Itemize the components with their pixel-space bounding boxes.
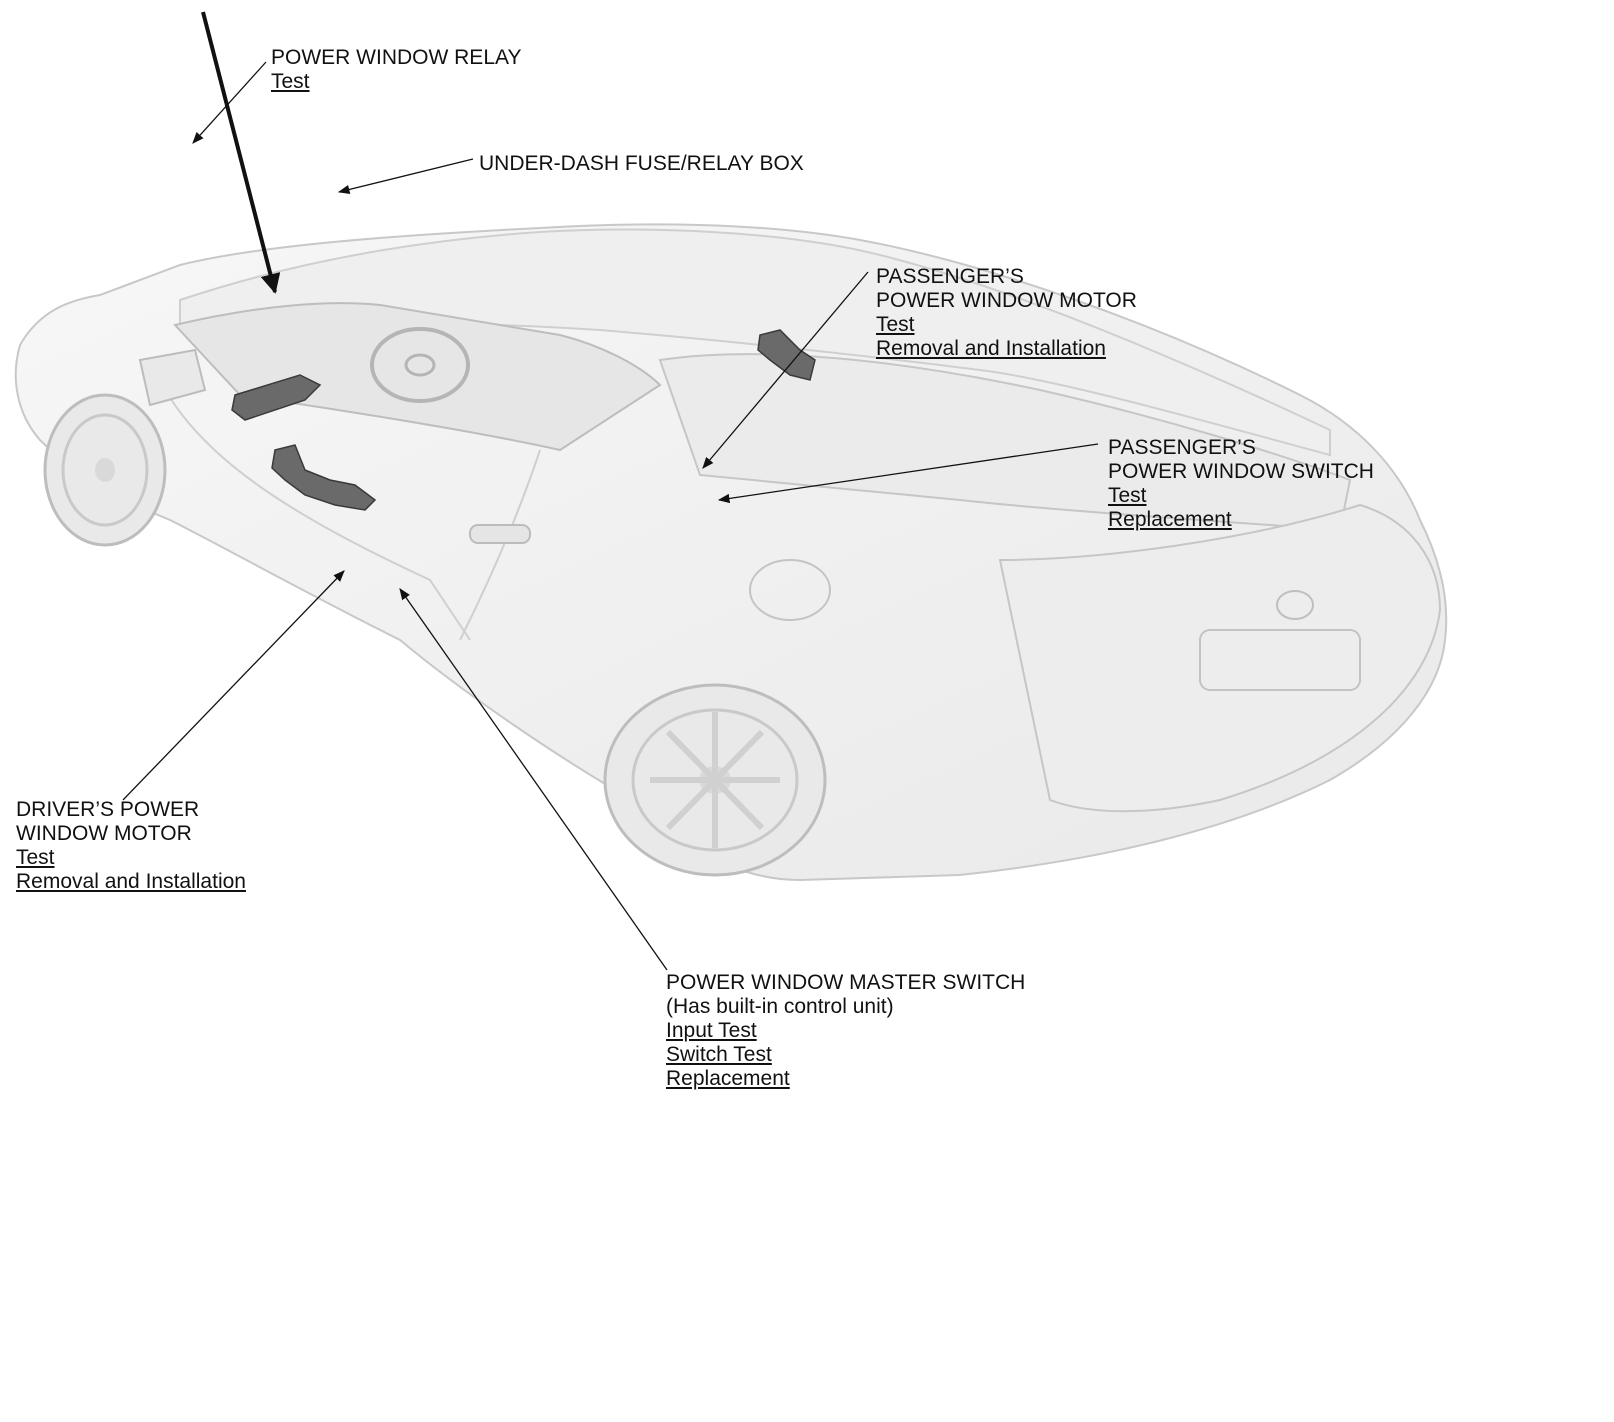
passenger-motor-leader (702, 271, 869, 469)
master-switch-component (231, 374, 322, 421)
steering-wheel (370, 327, 470, 403)
passenger-motor-component (757, 329, 816, 381)
link-test[interactable]: Test (876, 313, 915, 336)
callout-title-line: POWER WINDOW SWITCH (1108, 460, 1374, 483)
link-replacement[interactable]: Replacement (1108, 508, 1232, 531)
link-input-test[interactable]: Input Test (666, 1019, 757, 1042)
passenger-switch-leader (717, 443, 1099, 504)
callout-title-line: POWER WINDOW MASTER SWITCH (666, 971, 1026, 994)
callout-title-line: PASSENGER’S (876, 265, 1024, 288)
link-switch-test[interactable]: Switch Test (666, 1043, 772, 1066)
front-wheel (43, 393, 167, 547)
link-test[interactable]: Test (16, 846, 55, 869)
link-test[interactable]: Test (271, 70, 310, 93)
car-roof (179, 228, 1331, 457)
driver-motor-component (271, 444, 377, 511)
link-test[interactable]: Test (1108, 484, 1147, 507)
callout-title-line: WINDOW MOTOR (16, 822, 192, 845)
callout-title-line: PASSENGER’S (1108, 436, 1256, 459)
car-rear-glass (658, 353, 1352, 532)
rear-wheel (603, 683, 827, 877)
callout-title-line: UNDER-DASH FUSE/RELAY BOX (479, 152, 804, 175)
relay-leader (192, 61, 267, 144)
callout-title-line: DRIVER’S POWER (16, 798, 200, 821)
callout-power-window-master-switch: POWER WINDOW MASTER SWITCH(Has built-in … (666, 971, 1025, 1091)
master-switch-leader (399, 588, 668, 971)
relay-heavy-arrow (201, 11, 281, 294)
callout-title-line: POWER WINDOW RELAY (271, 46, 522, 69)
driver-motor-leader (122, 570, 345, 801)
fusebox-leader (337, 158, 474, 195)
callout-title-line: POWER WINDOW MOTOR (876, 289, 1137, 312)
link-removal-and-installation[interactable]: Removal and Installation (16, 870, 246, 893)
link-replacement[interactable]: Replacement (666, 1067, 790, 1090)
link-removal-and-installation[interactable]: Removal and Installation (876, 337, 1106, 360)
callout-title-line: (Has built-in control unit) (666, 995, 894, 1018)
callout-under-dash-fuse-relay-box: UNDER-DASH FUSE/RELAY BOX (479, 152, 804, 176)
car-rear-bumper (998, 503, 1442, 813)
car-windshield (173, 302, 662, 452)
